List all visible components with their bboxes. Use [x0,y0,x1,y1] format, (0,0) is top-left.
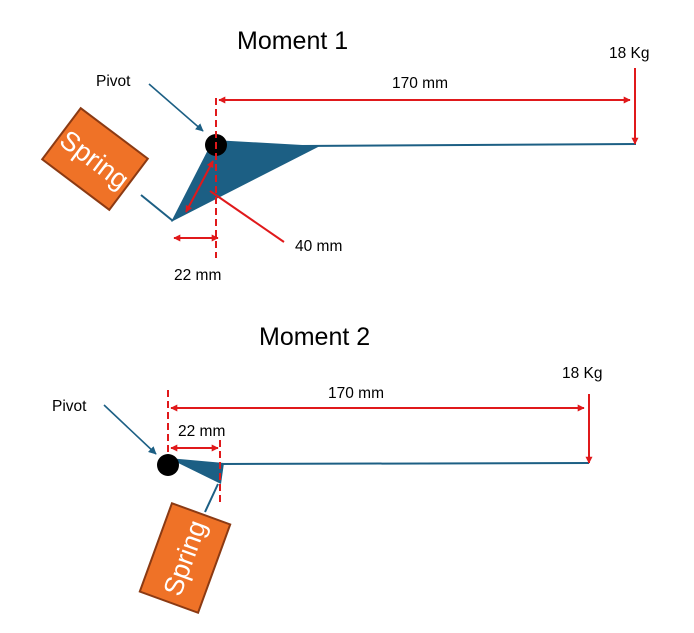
moment-1-title: Moment 1 [237,27,348,55]
moment-2-pivot-label: Pivot [52,398,87,415]
moment-1-spring-link [140,194,174,222]
moment-2-lever-beam [219,462,590,465]
moment-1-diagonal-dimension-arrow [185,160,214,213]
moment-1-diagonal-leader [209,190,285,243]
moment-1-length-label: 170 mm [392,75,448,92]
moment-1-pivot-leader-arrow [148,83,204,132]
moment-2-weight-label: 18 Kg [562,365,603,382]
moment-1-spring: Spring [40,106,150,212]
moment-1-diagonal-label: 40 mm [295,238,342,255]
moment-1-lever-beam [299,143,637,147]
moment-2-pivot-leader-arrow [103,404,157,455]
moment-2-group: Moment 2 Pivot Spring 170 mm 22 mm 18 Kg [52,323,603,615]
moment-2-spring-link [204,483,219,513]
moment-1-pivot-label: Pivot [96,73,131,90]
moment-1-horizontal-label: 22 mm [174,267,221,284]
moment-2-lever-arm [168,458,224,484]
moment-1-weight-label: 18 Kg [609,45,650,62]
moment-2-pivot-point [157,454,179,476]
moment-2-title: Moment 2 [259,323,370,351]
moment-2-horizontal-label: 22 mm [178,423,225,440]
moment-2-length-label: 170 mm [328,385,384,402]
moment-2-spring: Spring [138,501,232,615]
moment-1-group: Moment 1 Pivot Spring 170 mm 18 Kg 40 mm… [40,27,650,284]
moment-1-lever-arm [171,140,320,222]
